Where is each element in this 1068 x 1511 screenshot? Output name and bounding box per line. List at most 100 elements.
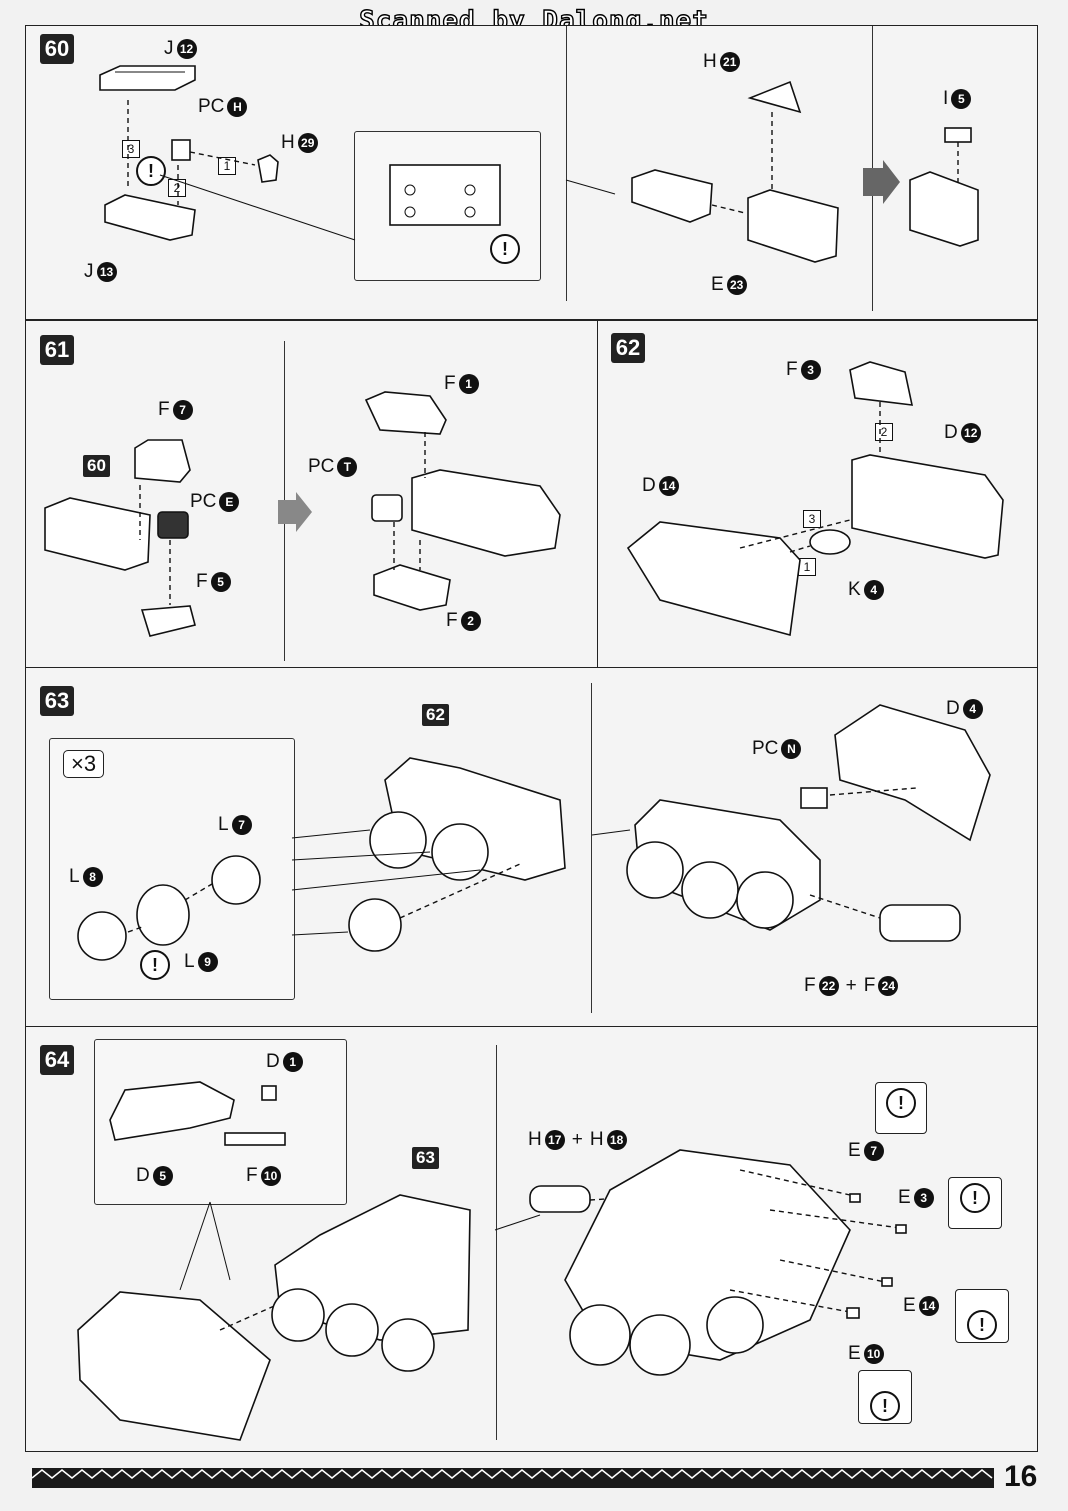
- chassis-64-drawing: [271, 1194, 471, 1372]
- part-k4-drawing: [809, 529, 851, 555]
- order-marker-3: 3: [122, 140, 140, 158]
- unit-60-drawing: [44, 497, 151, 571]
- order-marker-1: 1: [218, 157, 236, 175]
- step-number: 63: [40, 686, 74, 716]
- part-pce-drawing: [157, 511, 189, 539]
- caution-icon: !: [490, 234, 520, 264]
- inset-d5-drawing: [109, 1081, 235, 1141]
- order-marker-3: 3: [803, 510, 821, 528]
- part-e14-drawing: [881, 1277, 893, 1287]
- step-number: 60: [40, 34, 74, 64]
- parts-h17-h18-drawing: [529, 1185, 591, 1213]
- part-d4-drawing: [834, 704, 991, 842]
- wheel-l8-drawing: [77, 911, 127, 961]
- part-e3-drawing: [895, 1224, 907, 1234]
- part-pcn-drawing: [800, 787, 828, 809]
- footer-pattern: [31, 1468, 994, 1488]
- final-assembly-drawing: [564, 1149, 851, 1376]
- part-f3-drawing: [849, 361, 914, 406]
- body-61-drawing: [411, 469, 561, 557]
- divider: [591, 683, 593, 1013]
- part-e10-drawing: [846, 1307, 860, 1319]
- part-e23-drawing: [747, 189, 839, 263]
- step-number: 61: [40, 335, 74, 365]
- part-h29-drawing: [257, 154, 279, 183]
- step-number: 64: [40, 1045, 74, 1075]
- part-d1-drawing: [261, 1085, 277, 1101]
- part-i5-drawing: [944, 127, 972, 143]
- wheel-l7-drawing: [211, 855, 261, 905]
- arrow-icon: [278, 492, 312, 532]
- order-marker-2: 2: [168, 179, 186, 197]
- part-pct-drawing: [371, 494, 403, 522]
- caution-icon: !: [886, 1088, 916, 1118]
- caution-icon: !: [140, 950, 170, 980]
- part-e7-drawing: [849, 1193, 861, 1203]
- step-number: 62: [611, 333, 645, 363]
- chassis-assembled-drawing: [626, 799, 821, 931]
- part-f22-f24-drawing: [879, 904, 961, 942]
- caution-note-box: !: [875, 1082, 927, 1134]
- wheel-l9-drawing: [136, 884, 190, 946]
- part-h21-drawing: [747, 80, 802, 114]
- reference-step-badge: 63: [412, 1147, 439, 1169]
- part-f2-drawing: [373, 564, 451, 611]
- quantity-multiplier: ×3: [63, 750, 105, 778]
- caution-icon: !: [870, 1391, 900, 1421]
- caution-icon: !: [960, 1183, 990, 1213]
- detail-part-drawing: [389, 164, 501, 226]
- part-j12-drawing: [99, 65, 196, 91]
- divider: [566, 26, 568, 301]
- caution-note-box: !: [858, 1370, 912, 1424]
- order-marker-2: 2: [875, 423, 893, 441]
- part-f7-drawing: [134, 439, 191, 483]
- part-f10-drawing: [224, 1132, 286, 1146]
- part-d12-drawing: [851, 454, 1004, 559]
- head-cover-drawing: [77, 1291, 271, 1441]
- part-pch-drawing: [171, 139, 191, 161]
- page-number: 16: [1004, 1460, 1038, 1493]
- caution-note-box: !: [948, 1177, 1002, 1229]
- assembled-barrel-drawing: [909, 171, 979, 247]
- reference-step-badge: 60: [83, 455, 110, 477]
- arrow-icon: [863, 160, 900, 204]
- divider: [496, 1045, 498, 1440]
- part-d14-drawing: [626, 521, 801, 637]
- reference-step-badge: 62: [422, 704, 449, 726]
- part-j13-drawing: [104, 194, 196, 241]
- part-f1-drawing: [364, 391, 447, 435]
- caution-note-box: !: [955, 1289, 1009, 1343]
- caution-icon: !: [967, 1310, 997, 1340]
- chassis-63-drawing: [348, 757, 566, 952]
- caution-icon: !: [136, 156, 166, 186]
- part-f5-drawing: [140, 605, 196, 637]
